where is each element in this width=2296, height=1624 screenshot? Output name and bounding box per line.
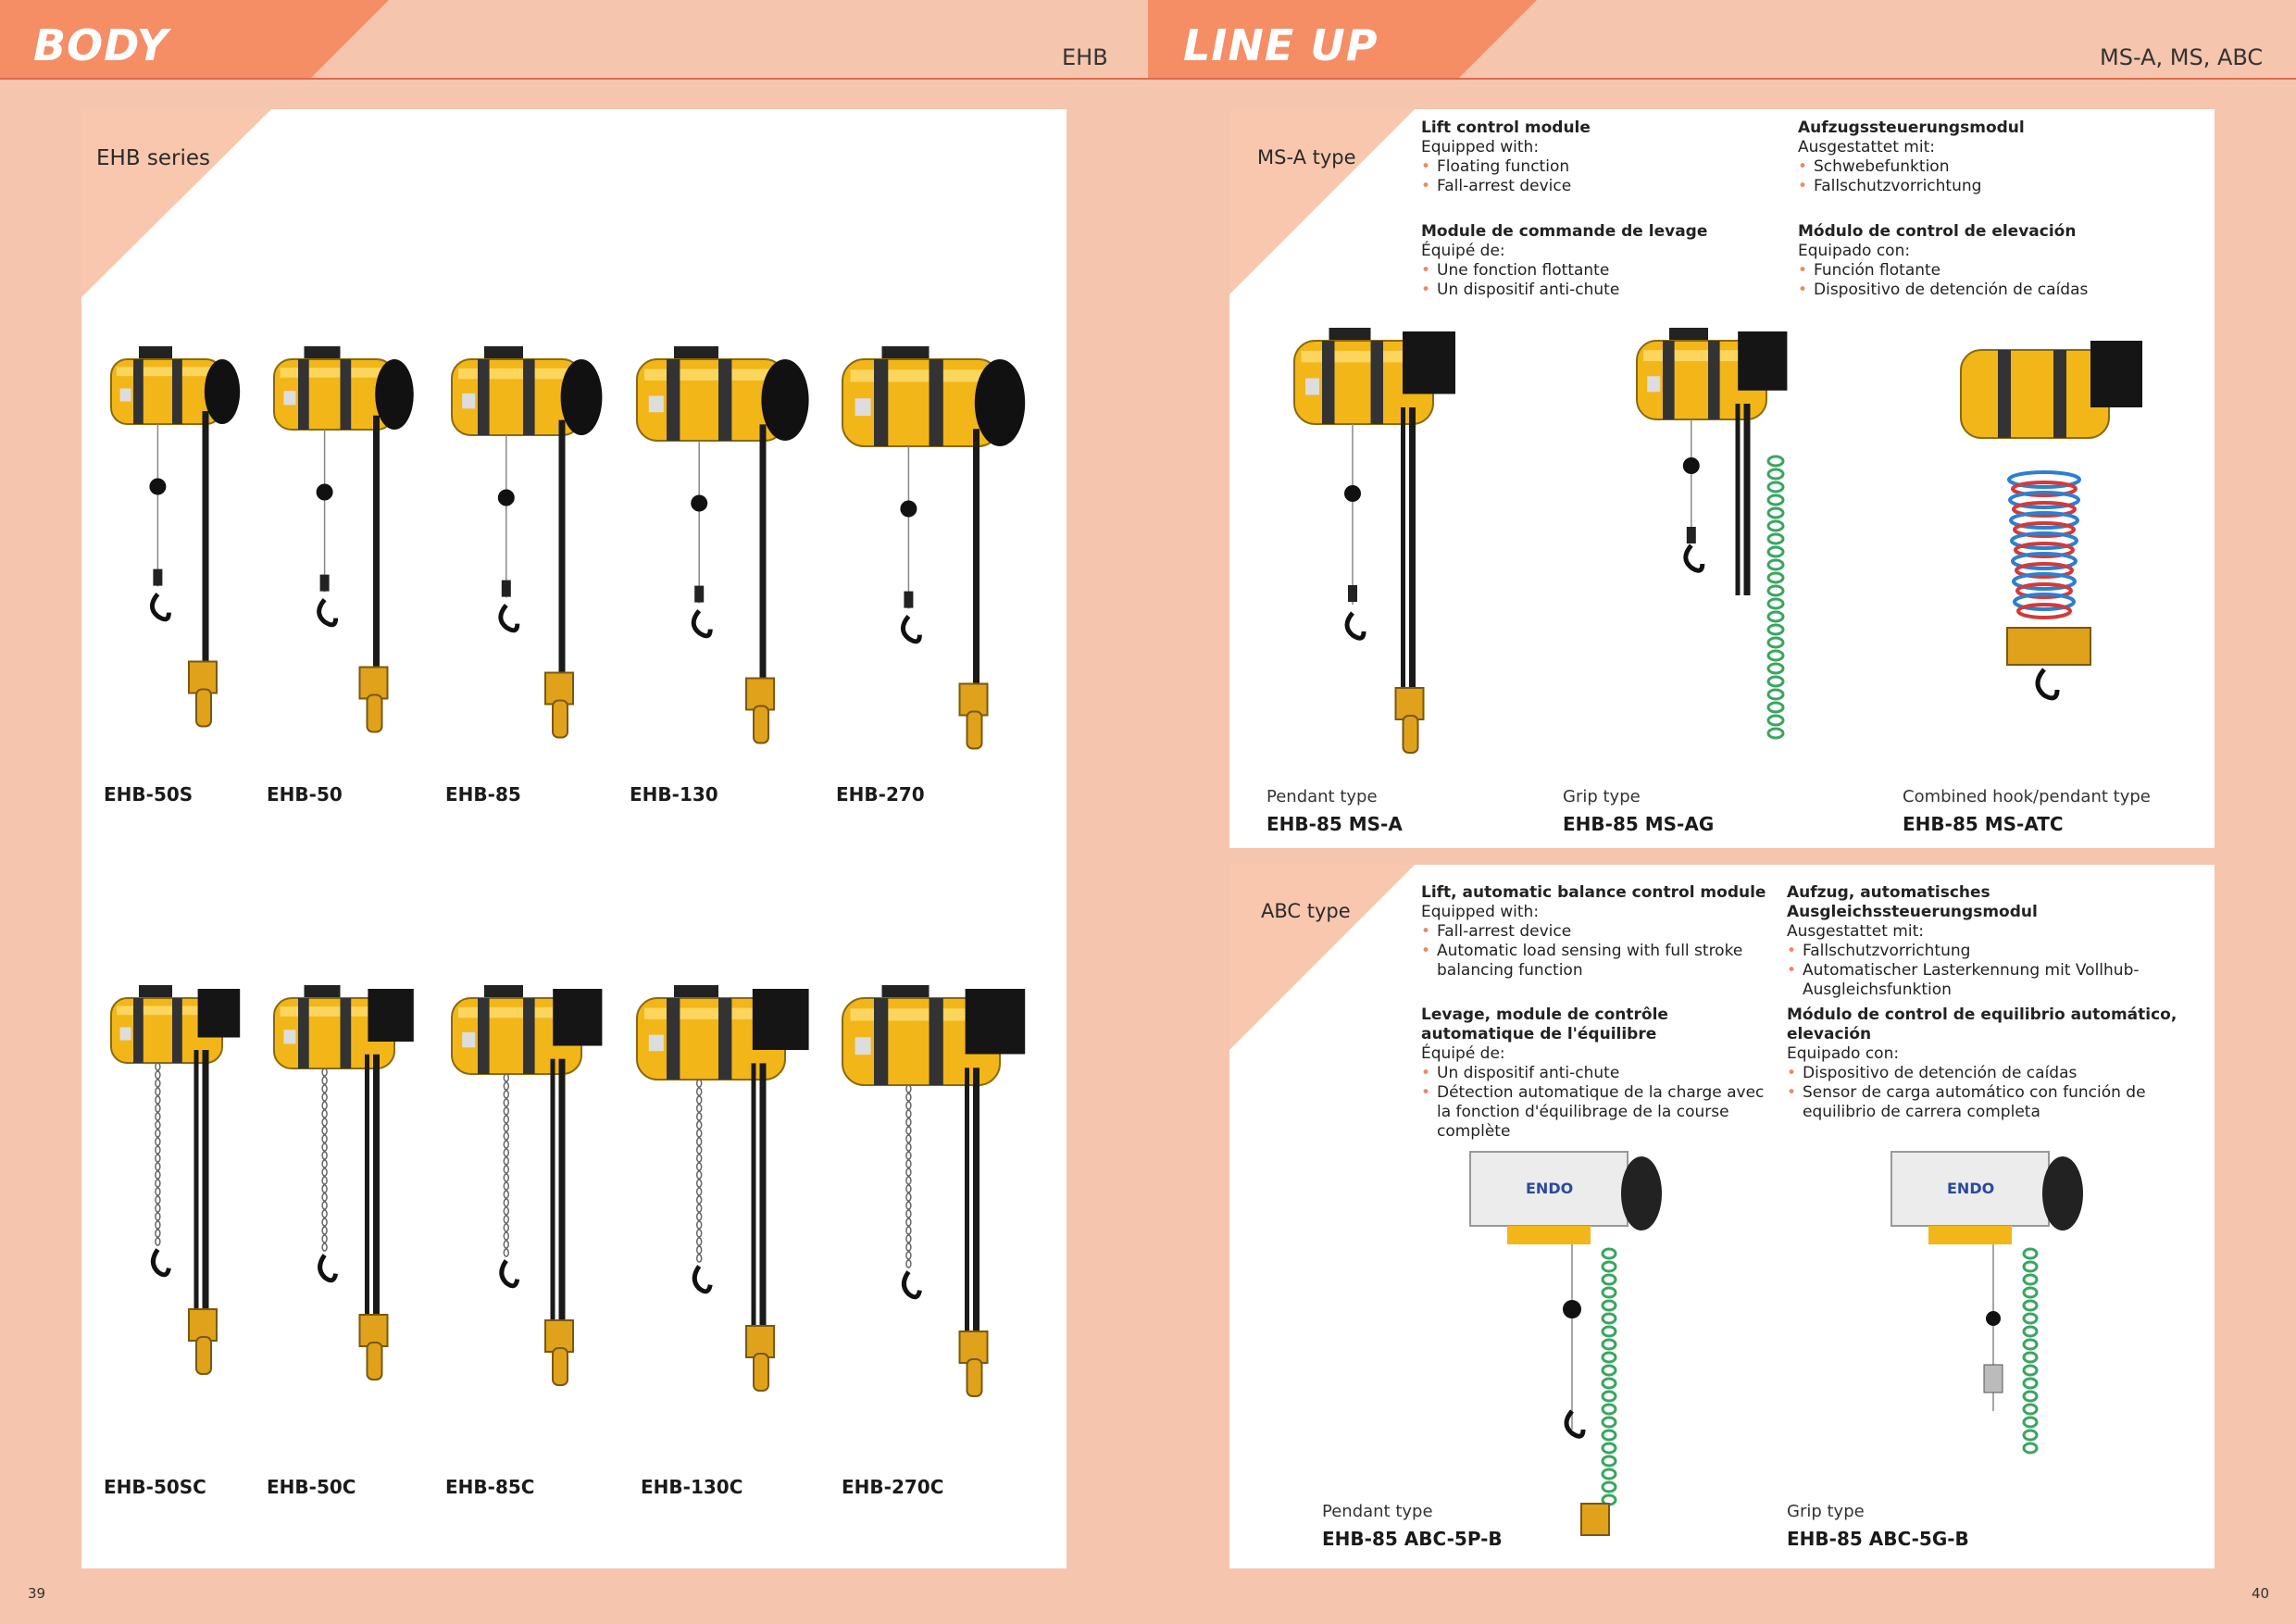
balancer-image <box>842 985 1026 1397</box>
desc-intro: Ausgestattet mit: <box>1787 922 1924 941</box>
desc-de: Aufzug, automatisches Ausgleichssteuerun… <box>1787 883 2194 1000</box>
desc-item: Un dispositif anti-chute <box>1421 1064 1773 1083</box>
balancer-image <box>451 985 603 1386</box>
header-tab <box>0 0 389 78</box>
desc-item: Une fonction flottante <box>1421 261 1782 281</box>
desc-title: Lift, automatic balance control module <box>1421 883 1766 902</box>
desc-item: Dispositivo de detención de caídas <box>1787 1064 2194 1083</box>
product-model: EHB-85 <box>445 783 521 806</box>
abc-pendant-balancer-image: ENDO <box>1469 1151 1662 1536</box>
balancer-image <box>273 985 414 1380</box>
product-model: EHB-85 MS-ATC <box>1903 813 2064 835</box>
header-left: BODY EHB <box>0 0 1148 80</box>
product-type: Grip type <box>1787 1502 1865 1521</box>
desc-item: Fallschutzvorrichtung <box>1787 942 2194 961</box>
section-title: LINE UP <box>1183 20 1379 70</box>
desc-intro: Equipped with: <box>1421 138 1540 156</box>
desc-item: Fall-arrest device <box>1421 177 1782 196</box>
desc-intro: Equipped with: <box>1421 903 1540 921</box>
product-model: EHB-85 MS-AG <box>1563 813 1715 835</box>
svg-text:ENDO: ENDO <box>1947 1180 1994 1197</box>
desc-item: Détection automatique de la charge avec … <box>1421 1083 1773 1142</box>
product-model: EHB-130C <box>641 1476 743 1498</box>
balancer-image <box>636 346 809 744</box>
desc-item: Función flotante <box>1798 261 2187 281</box>
desc-item: Floating function <box>1421 157 1782 177</box>
product-model: EHB-50SC <box>104 1476 206 1498</box>
desc-title: Lift control module <box>1421 119 1591 137</box>
desc-intro: Équipé de: <box>1421 242 1505 260</box>
balancer-image <box>636 985 809 1392</box>
type-label: ABC type <box>1261 900 1351 922</box>
product-model: EHB-50 <box>267 783 343 806</box>
header-right: LINE UP MS-A, MS, ABC <box>1148 0 2296 80</box>
abc-grip-balancer-image: ENDO <box>1890 1151 2083 1455</box>
desc-es: Módulo de control de equilibrio automáti… <box>1787 1006 2194 1122</box>
corner-tab <box>1229 865 1415 1050</box>
balancer-image <box>842 346 1026 750</box>
desc-de: Aufzugssteuerungsmodul Ausgestattet mit:… <box>1798 119 2187 196</box>
balancer-image <box>273 346 414 733</box>
desc-item: Fall-arrest device <box>1421 922 1773 942</box>
desc-intro: Equipado con: <box>1787 1044 1900 1063</box>
product-model: EHB-50C <box>267 1476 356 1498</box>
corner-tab <box>1229 109 1415 294</box>
svg-text:ENDO: ENDO <box>1526 1180 1573 1197</box>
desc-item: Automatischer Lasterkennung mit Vollhub-… <box>1787 961 2194 1000</box>
product-model: EHB-85C <box>445 1476 535 1498</box>
desc-item: Sensor de carga automático con función d… <box>1787 1083 2194 1122</box>
type-label: MS-A type <box>1257 146 1356 169</box>
product-model: EHB-270 <box>836 783 925 806</box>
product-model: EHB-270C <box>842 1476 944 1498</box>
desc-intro: Ausgestattet mit: <box>1798 138 1935 156</box>
msa-type-panel: MS-A type Lift control module Equipped w… <box>1229 109 2215 848</box>
desc-es: Módulo de control de elevación Equipado … <box>1798 222 2187 300</box>
desc-title: Aufzug, automatisches Ausgleichssteuerun… <box>1787 883 2038 921</box>
desc-intro: Équipé de: <box>1421 1044 1505 1063</box>
product-model: EHB-85 MS-A <box>1267 813 1403 835</box>
product-type: Combined hook/pendant type <box>1903 787 2151 806</box>
section-code: MS-A, MS, ABC <box>2100 44 2264 70</box>
desc-item: Dispositivo de detención de caídas <box>1798 281 2187 300</box>
product-type: Pendant type <box>1322 1502 1433 1521</box>
product-type: Grip type <box>1563 787 1641 806</box>
corner-tab <box>81 109 271 297</box>
desc-title: Módulo de control de equilibrio automáti… <box>1787 1006 2177 1043</box>
desc-item: Schwebefunktion <box>1798 157 2187 177</box>
balancer-image <box>451 346 603 739</box>
desc-title: Módulo de control de elevación <box>1798 222 2077 241</box>
grip-balancer-image <box>1636 328 1788 740</box>
desc-fr: Levage, module de contrôle automatique d… <box>1421 1006 1773 1142</box>
abc-type-panel: ABC type Lift, automatic balance control… <box>1229 865 2215 1568</box>
page-number-left: 39 <box>28 1585 46 1602</box>
desc-title: Module de commande de levage <box>1421 222 1708 241</box>
header-tab <box>1148 0 1537 78</box>
balancer-image <box>110 985 241 1375</box>
product-type: Pendant type <box>1267 787 1378 806</box>
product-model: EHB-85 ABC-5P-B <box>1322 1528 1503 1550</box>
desc-item: Fallschutzvorrichtung <box>1798 177 2187 196</box>
combined-balancer-image <box>1960 341 2142 701</box>
product-model: EHB-50S <box>104 783 193 806</box>
product-model: EHB-85 ABC-5G-B <box>1787 1528 1969 1550</box>
desc-intro: Equipado con: <box>1798 242 1911 260</box>
section-code: EHB <box>1062 44 1108 70</box>
product-model: EHB-130 <box>630 783 718 806</box>
desc-en: Lift, automatic balance control module E… <box>1421 883 1773 981</box>
desc-item: Un dispositif anti-chute <box>1421 281 1782 300</box>
page-number-right: 40 <box>2252 1585 2270 1602</box>
desc-title: Levage, module de contrôle automatique d… <box>1421 1006 1668 1043</box>
balancer-image <box>110 346 241 728</box>
pendant-balancer-image <box>1293 328 1455 754</box>
series-label: EHB series <box>96 146 211 170</box>
desc-title: Aufzugssteuerungsmodul <box>1798 119 2025 137</box>
desc-en: Lift control module Equipped with: Float… <box>1421 119 1782 196</box>
desc-item: Automatic load sensing with full stroke … <box>1421 942 1773 981</box>
section-title: BODY <box>33 20 169 70</box>
desc-fr: Module de commande de levage Équipé de: … <box>1421 222 1782 300</box>
